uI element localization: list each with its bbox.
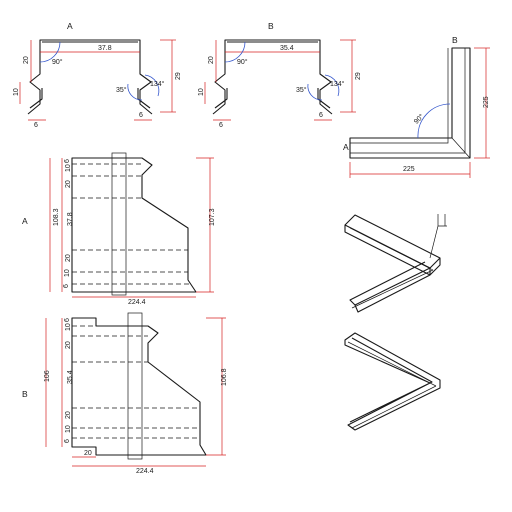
profile-a-angle-arc bbox=[39, 41, 61, 63]
profile-a-outline bbox=[27, 39, 153, 115]
iso-view-bottom bbox=[344, 332, 441, 431]
iso-top-inner-lines bbox=[349, 227, 434, 309]
profile-b: B 35.4 29 20 10 6 90° 35° 134° 6 bbox=[198, 21, 362, 129]
unfold-b-tab: 20 bbox=[84, 450, 92, 457]
profile-a-label: A bbox=[67, 21, 73, 31]
iso-top-leader bbox=[429, 214, 447, 259]
corner-label-b: B bbox=[452, 35, 458, 45]
unfold-a-inner-total: 108.3 bbox=[53, 208, 60, 226]
unfold-b-seg-4: 35.4 bbox=[67, 370, 74, 384]
unfold-a-seg-3: 20 bbox=[65, 180, 72, 188]
profile-b-label: B bbox=[268, 21, 274, 31]
profile-b-flange: 20 bbox=[208, 56, 215, 64]
iso-top-outline bbox=[344, 214, 441, 313]
profile-a-flange: 20 bbox=[23, 56, 30, 64]
profile-b-angle35-arc bbox=[307, 83, 323, 101]
corner-width: 225 bbox=[403, 166, 415, 173]
profile-a-angle-main: 90° bbox=[52, 58, 63, 66]
iso-view-top bbox=[344, 214, 447, 313]
profile-a-angle134-arc bbox=[144, 74, 160, 97]
unfold-b-seg-6: 10 bbox=[65, 425, 72, 433]
profile-b-angle-134: 134° bbox=[330, 80, 345, 88]
unfold-b-bottom: 224.4 bbox=[136, 468, 154, 475]
profile-b-outline bbox=[212, 39, 333, 115]
profile-b-angle-35: 35° bbox=[296, 86, 307, 94]
unfold-a-label: A bbox=[22, 216, 28, 226]
unfold-a-bend-strip bbox=[111, 152, 127, 296]
profile-b-lip: 10 bbox=[198, 88, 205, 96]
corner-outline bbox=[349, 47, 471, 159]
corner-inner-lines bbox=[350, 48, 471, 159]
corner-label-a: A bbox=[343, 142, 349, 152]
unfold-b-seg-3: 20 bbox=[65, 341, 72, 349]
unfold-a: A 6 10 20 37.8 20 10 6 108.3 107.3 224.4 bbox=[22, 152, 216, 306]
iso-bottom-outline bbox=[344, 332, 441, 431]
profile-a-angle-134: 134° bbox=[150, 80, 165, 88]
profile-a-lip: 10 bbox=[13, 88, 20, 96]
profile-b-foot-right: 6 bbox=[319, 112, 323, 119]
profile-a-foot-right: 6 bbox=[139, 112, 143, 119]
unfold-b-bend-lines bbox=[72, 325, 200, 439]
profile-a-height: 29 bbox=[175, 72, 182, 80]
profile-b-angle-arc bbox=[224, 41, 246, 63]
unfold-a-outline bbox=[71, 157, 197, 293]
unfold-a-bend-lines bbox=[72, 163, 190, 285]
unfold-b-seg-7: 6 bbox=[64, 439, 71, 443]
unfold-a-seg-6: 10 bbox=[64, 269, 71, 277]
unfold-b-label: B bbox=[22, 389, 28, 399]
profile-a-width: 37.8 bbox=[98, 45, 112, 52]
profile-b-angle-main: 90° bbox=[237, 58, 248, 66]
profile-a-angle35-arc bbox=[127, 83, 143, 101]
corner-angle: 90° bbox=[412, 112, 425, 125]
profile-a-angle-35: 35° bbox=[116, 86, 127, 94]
unfold-a-seg-5: 20 bbox=[65, 254, 72, 262]
corner-angle-arc bbox=[417, 103, 451, 139]
unfold-b-outline bbox=[71, 317, 207, 456]
profile-b-foot: 6 bbox=[219, 122, 223, 129]
unfold-a-outer-total: 107.3 bbox=[209, 208, 216, 226]
unfold-a-seg-4: 37.8 bbox=[67, 212, 74, 226]
unfold-b-right-total: 106.8 bbox=[221, 368, 228, 386]
unfold-b-seg-5: 20 bbox=[65, 411, 72, 419]
unfold-b-seg-1: 6 bbox=[64, 318, 71, 322]
unfold-b-left-total: 106 bbox=[44, 370, 51, 382]
unfold-a-seg-2: 10 bbox=[65, 164, 72, 172]
unfold-b: B 6 10 20 35.4 20 10 6 106 106.8 20 224.… bbox=[22, 312, 228, 475]
profile-b-angle134-arc bbox=[324, 74, 340, 97]
profile-b-width: 35.4 bbox=[280, 45, 294, 52]
unfold-a-seg-7: 6 bbox=[63, 284, 70, 288]
unfold-a-bottom: 224.4 bbox=[128, 299, 146, 306]
corner-top-view: B A 90° 225 225 bbox=[343, 35, 490, 178]
profile-b-height: 29 bbox=[355, 72, 362, 80]
iso-bottom-inner-lines bbox=[347, 341, 437, 429]
corner-height: 225 bbox=[483, 96, 490, 108]
unfold-a-seg-1: 6 bbox=[64, 159, 71, 163]
profile-a: A 37.8 29 20 10 6 90° 35° 134° 6 bbox=[13, 21, 182, 129]
profile-a-foot: 6 bbox=[34, 122, 38, 129]
unfold-b-bend-strip bbox=[127, 312, 143, 460]
unfold-b-seg-2: 10 bbox=[65, 323, 72, 331]
